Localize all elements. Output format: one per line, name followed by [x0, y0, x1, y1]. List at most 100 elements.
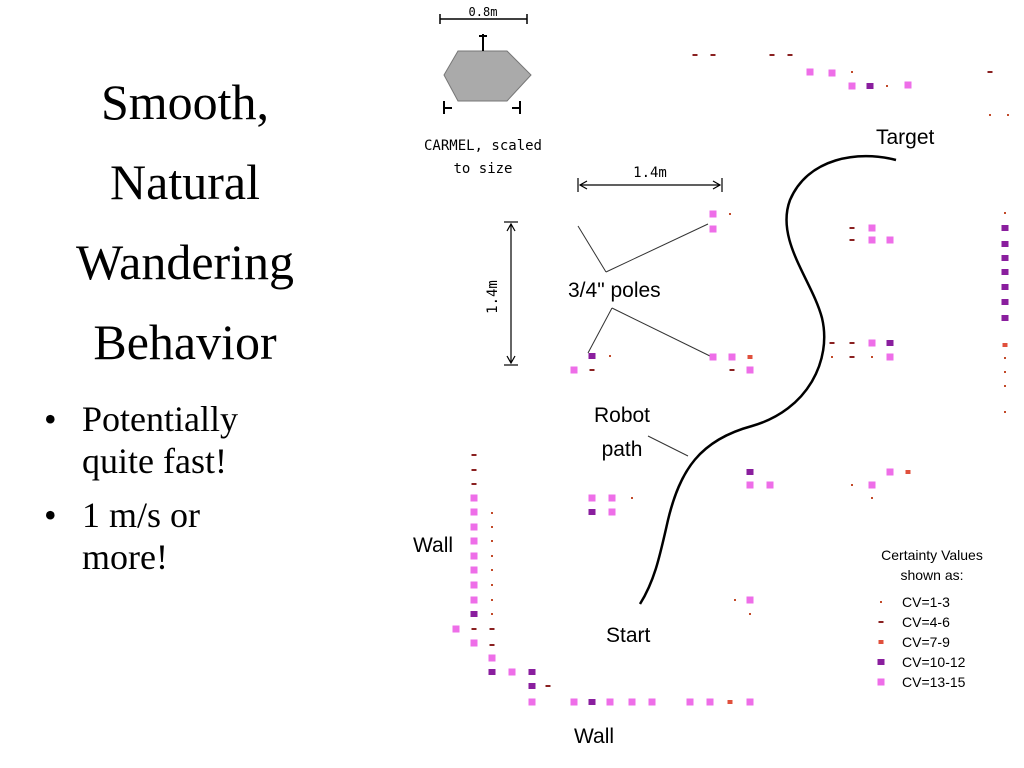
- certainty-cell: [868, 481, 876, 489]
- certainty-cell: [871, 356, 873, 358]
- title-line: Behavior: [93, 314, 277, 370]
- bottom-wall-label: Wall: [574, 725, 614, 748]
- certainty-cell: [488, 669, 496, 675]
- certainty-cell: [989, 114, 991, 116]
- horizontal-dimension-arrow: [577, 178, 723, 192]
- robot-path-pointer: [647, 435, 689, 457]
- certainty-cell: [470, 566, 478, 574]
- certainty-cell: [470, 581, 478, 589]
- legend: Certainty Values shown as: CV=1-3 CV=4-6…: [877, 547, 983, 690]
- bullet-list: • Potentially quite fast! • 1 m/s or mor…: [44, 398, 344, 590]
- certainty-cell: [631, 497, 633, 499]
- certainty-cell: [570, 366, 578, 374]
- certainty-cell: [769, 54, 775, 56]
- vertical-dimension-label: 1.4m: [485, 280, 501, 314]
- poles-label: 3/4" poles: [568, 279, 661, 302]
- certainty-cell: [728, 353, 736, 361]
- certainty-cell: [609, 355, 611, 357]
- certainty-cell: [1001, 269, 1009, 275]
- certainty-cell: [905, 470, 911, 474]
- certainty-cell: [470, 494, 478, 502]
- certainty-cell: [868, 339, 876, 347]
- certainty-cell: [987, 71, 993, 73]
- certainty-cell: [871, 497, 873, 499]
- certainty-cell: [848, 82, 856, 90]
- bullet-dot: •: [44, 495, 57, 535]
- certainty-cell: [570, 698, 578, 706]
- certainty-cell: [589, 369, 595, 371]
- certainty-cell: [588, 699, 596, 705]
- certainty-grid-figure: 0.8m CARMEL, scaled to size 1.4m 1.4m 3/…: [413, 5, 1009, 748]
- certainty-cell: [491, 555, 493, 557]
- certainty-cell: [709, 210, 717, 218]
- title-line: Wandering: [75, 234, 295, 290]
- certainty-cell: [886, 340, 894, 346]
- legend-swatch: [878, 640, 884, 644]
- legend-title-line: shown as:: [900, 567, 963, 583]
- legend-label: CV=1-3: [902, 594, 950, 610]
- certainty-cell: [749, 613, 751, 615]
- certainty-cell: [470, 523, 478, 531]
- pole-pointer-lines: [577, 223, 713, 358]
- certainty-cell: [849, 356, 855, 358]
- certainty-cell: [729, 213, 731, 215]
- certainty-cell: [470, 552, 478, 560]
- bullet-dot: •: [44, 399, 57, 439]
- certainty-cell: [710, 54, 716, 56]
- certainty-cell: [849, 227, 855, 229]
- slide-title: Smooth, Natural Wandering Behavior: [20, 62, 350, 382]
- legend-swatches: [877, 601, 885, 686]
- certainty-cell: [528, 683, 536, 689]
- certainty-cell: [606, 698, 614, 706]
- certainty-cell: [470, 639, 478, 647]
- certainty-cell: [528, 669, 536, 675]
- certainty-cell: [1004, 411, 1006, 413]
- certainty-cell: [766, 481, 774, 489]
- certainty-cell: [746, 596, 754, 604]
- certainty-cell: [828, 69, 836, 77]
- certainty-cells: [452, 54, 1009, 706]
- certainty-cell: [1001, 225, 1009, 231]
- certainty-cell: [588, 494, 596, 502]
- certainty-cell: [829, 342, 835, 344]
- certainty-cell: [1004, 385, 1006, 387]
- horizontal-dimension-label: 1.4m: [633, 165, 667, 181]
- certainty-cell: [470, 611, 478, 617]
- certainty-cell: [746, 366, 754, 374]
- bullet-line: quite fast!: [82, 441, 227, 481]
- title-line: Natural: [110, 154, 260, 210]
- certainty-cell: [709, 225, 717, 233]
- robot-carmel-icon: [443, 34, 532, 114]
- certainty-cell: [692, 54, 698, 56]
- robot-path-label-line: Robot: [594, 404, 650, 427]
- certainty-cell: [1001, 315, 1009, 321]
- certainty-cell: [1004, 212, 1006, 214]
- certainty-cell: [1002, 343, 1008, 347]
- certainty-cell: [709, 353, 717, 361]
- certainty-cell: [628, 698, 636, 706]
- certainty-cell: [851, 484, 853, 486]
- bullet-line: 1 m/s or: [82, 495, 201, 535]
- certainty-cell: [1001, 241, 1009, 247]
- certainty-cell: [886, 468, 894, 476]
- certainty-cell: [806, 68, 814, 76]
- bullet-item: • 1 m/s or more!: [44, 494, 344, 578]
- certainty-cell: [491, 540, 493, 542]
- legend-title-line: Certainty Values: [881, 547, 983, 563]
- certainty-cell: [1004, 357, 1006, 359]
- certainty-cell: [1001, 284, 1009, 290]
- robot-path-curve: [638, 154, 897, 605]
- certainty-cell: [545, 685, 551, 687]
- certainty-cell: [471, 469, 477, 471]
- certainty-cell: [1001, 255, 1009, 261]
- certainty-cell: [1007, 114, 1009, 116]
- target-label: Target: [876, 126, 935, 149]
- certainty-cell: [746, 698, 754, 706]
- legend-label: CV=10-12: [902, 654, 966, 670]
- certainty-cell: [488, 654, 496, 662]
- certainty-cell: [727, 700, 733, 704]
- certainty-cell: [706, 698, 714, 706]
- certainty-cell: [471, 483, 477, 485]
- certainty-cell: [886, 236, 894, 244]
- robot-caption-line: to size: [453, 161, 512, 177]
